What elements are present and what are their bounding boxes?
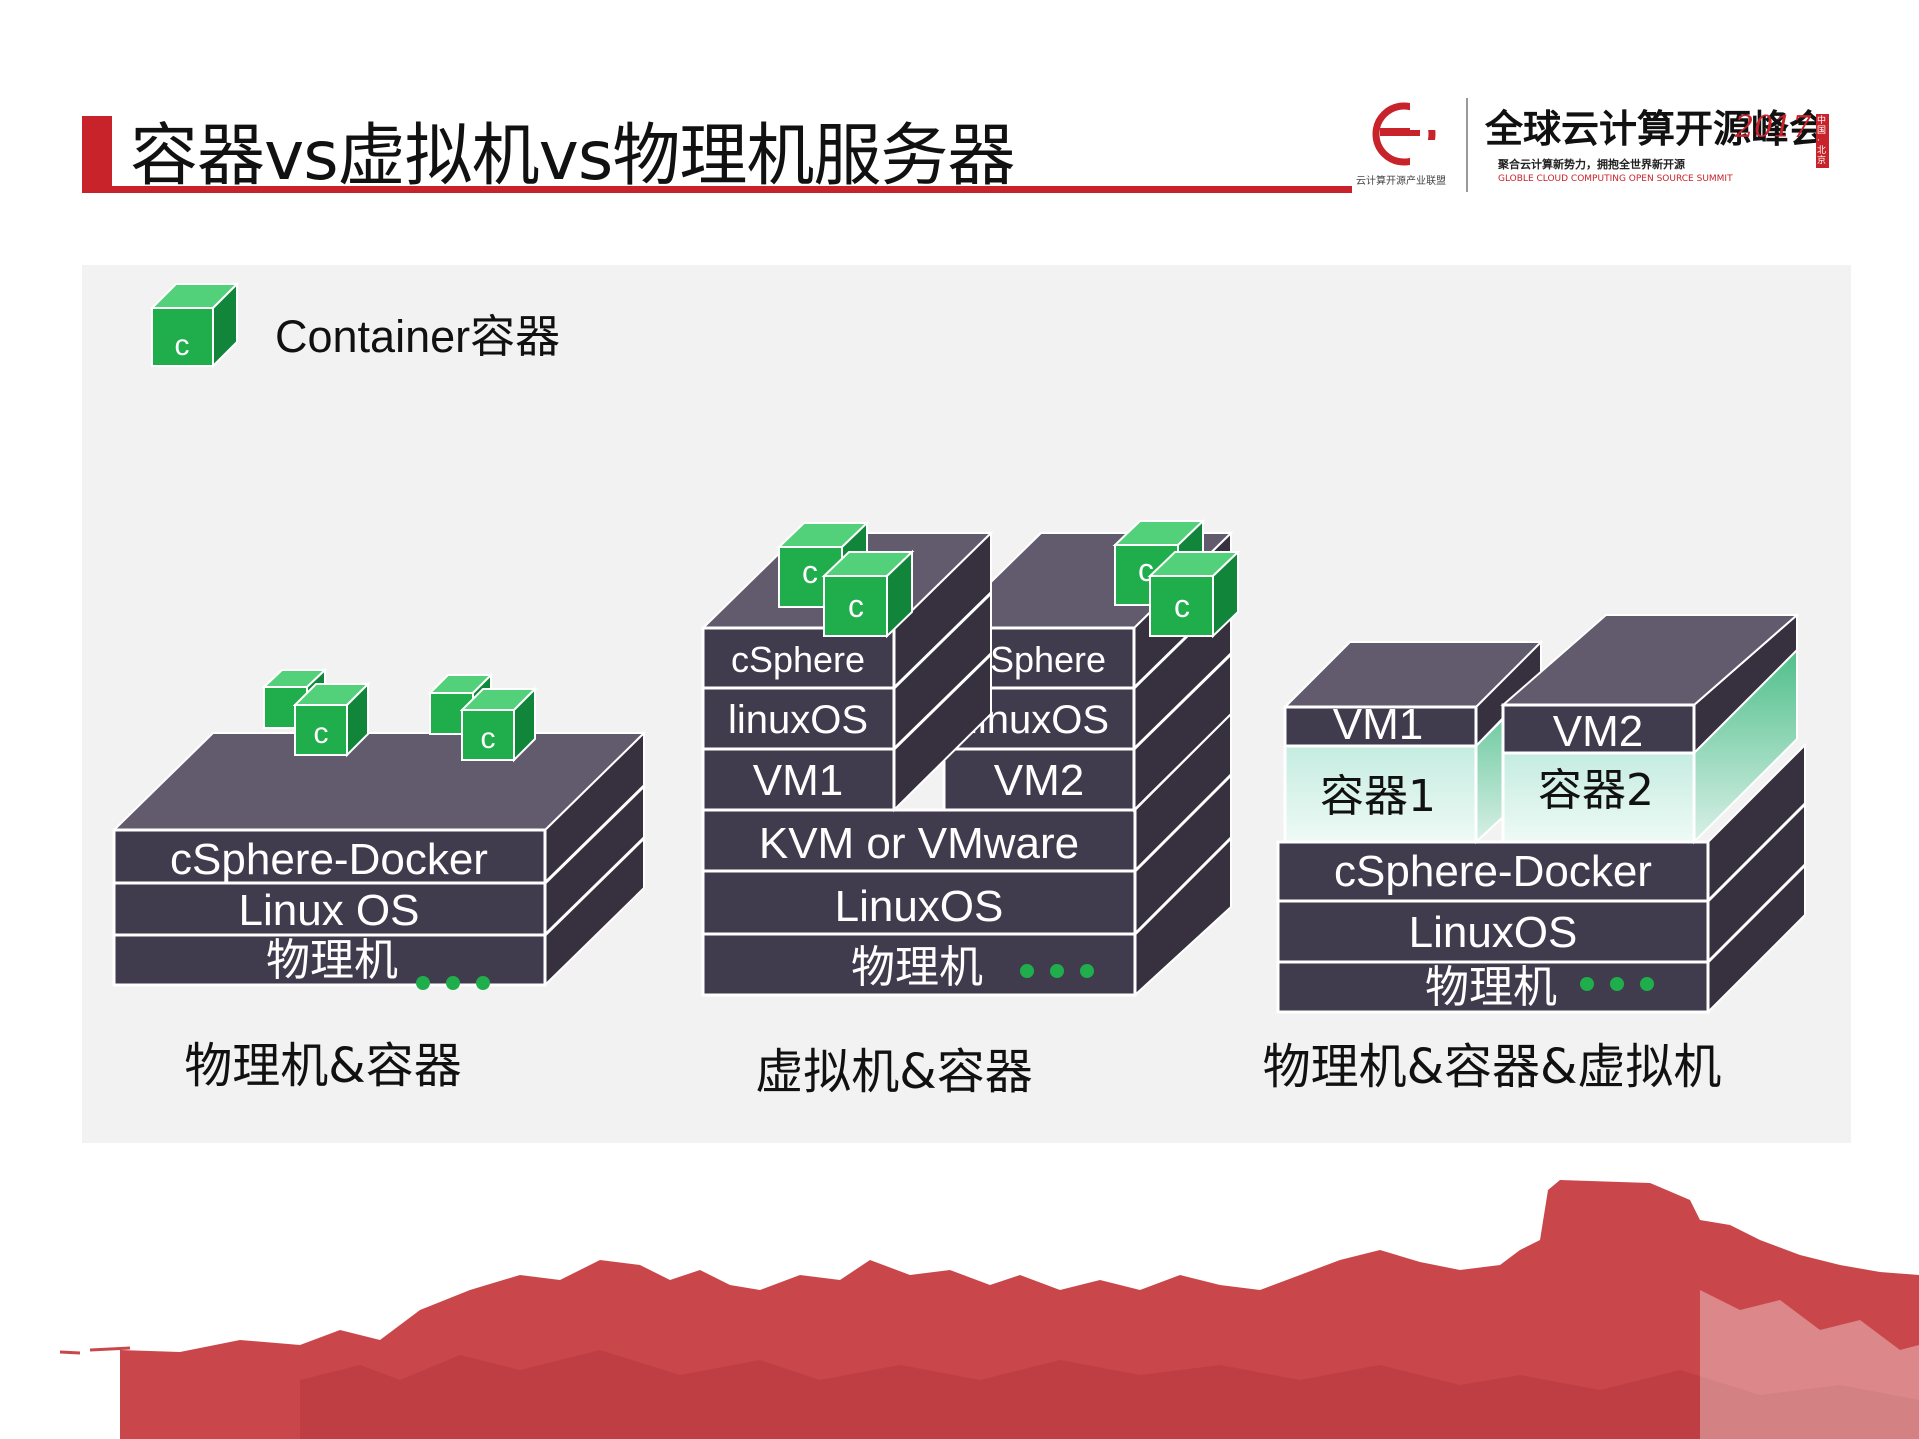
stack2-layer-linux-os: LinuxOS	[835, 882, 1004, 931]
title-accent-bar	[82, 116, 112, 193]
summit-logo-mark	[1372, 98, 1468, 192]
container-letter: c	[848, 588, 864, 624]
stack3-layer-physical: 物理机	[1425, 962, 1557, 1013]
summit-slogan: 聚合云计算新势力，拥抱全世界新开源	[1498, 158, 1685, 171]
diagram-panel: c Container容器 cSphere-Docker Linux OS 物理…	[82, 265, 1851, 1143]
stack2-layer-physical: 物理机	[851, 942, 983, 993]
stack3-vm1-container: 容器1	[1320, 771, 1436, 822]
summit-english-name: GLOBLE CLOUD COMPUTING OPEN SOURCE SUMMI…	[1498, 174, 1733, 184]
legend-label: Container容器	[275, 311, 560, 362]
stack2-layer-hypervisor: KVM or VMware	[759, 819, 1079, 868]
container-icon: c	[821, 549, 915, 639]
stack2-vm2-linuxos: linuxOS	[969, 698, 1109, 742]
container-letter: c	[314, 717, 329, 750]
stack2-caption: 虚拟机&容器	[755, 1044, 1032, 1100]
stack3-layer-csphere-docker: cSphere-Docker	[1334, 847, 1652, 896]
stack2-more-dots	[1020, 964, 1094, 978]
title-underline	[82, 186, 1352, 193]
stack1-layer-linux-os: Linux OS	[239, 886, 420, 935]
stack3-more-dots	[1580, 977, 1654, 991]
container-icon: c	[292, 681, 371, 758]
stack1-caption: 物理机&容器	[184, 1038, 461, 1094]
stack-physical-container: cSphere-Docker Linux OS 物理机 物理机&容器 c	[111, 667, 647, 1094]
summit-logo: 云计算开源产业联盟 全球云计算开源峰会 2017 中国·北京 聚合云计算新势力，…	[1350, 92, 1850, 202]
container-letter: c	[481, 722, 496, 755]
container-icon: c	[459, 686, 538, 763]
summit-year: 2017	[1735, 110, 1812, 145]
stack2-vm1-label: VM1	[753, 756, 843, 805]
stack3-vm1-label: VM1	[1333, 700, 1423, 749]
stack3-vm2-container: 容器2	[1538, 765, 1654, 816]
container-letter: c	[802, 554, 818, 590]
alliance-name: 云计算开源产业联盟	[1356, 176, 1446, 187]
summit-name: 全球云计算开源峰会	[1485, 106, 1828, 151]
stack2-vm2-csphere: cSphere	[972, 639, 1106, 680]
stack2-vm2-label: VM2	[994, 756, 1084, 805]
legend-container-icon: c	[149, 281, 240, 369]
great-wall-mountains-decoration	[59, 1180, 1919, 1439]
container-letter: c	[1174, 588, 1190, 624]
page-title: 容器vs虚拟机vs物理机服务器	[130, 117, 1015, 196]
location-badge: 中国·北京	[1816, 114, 1829, 168]
stack1-layer-csphere-docker: cSphere-Docker	[170, 835, 488, 884]
stack3-layer-linux-os: LinuxOS	[1409, 908, 1578, 957]
container-icon: c	[1147, 549, 1241, 639]
legend-icon-letter: c	[175, 329, 190, 362]
stack-physical-container-vm: cSphere-Docker LinuxOS 物理机 VM1 容器1 VM2 容…	[1263, 612, 1807, 1095]
stack1-more-dots	[416, 976, 490, 990]
stack-vm-container: KVM or VMware LinuxOS 物理机 cSphere linuxO…	[700, 518, 1241, 1100]
stack2-vm1-linuxos: linuxOS	[728, 698, 868, 742]
stack1-layer-physical: 物理机	[266, 935, 398, 986]
stack2-vm1-csphere: cSphere	[731, 639, 865, 680]
architecture-diagram: c Container容器 cSphere-Docker Linux OS 物理…	[111, 281, 1807, 1100]
stack3-caption: 物理机&容器&虚拟机	[1263, 1039, 1722, 1095]
stack3-vm2-label: VM2	[1553, 707, 1643, 756]
